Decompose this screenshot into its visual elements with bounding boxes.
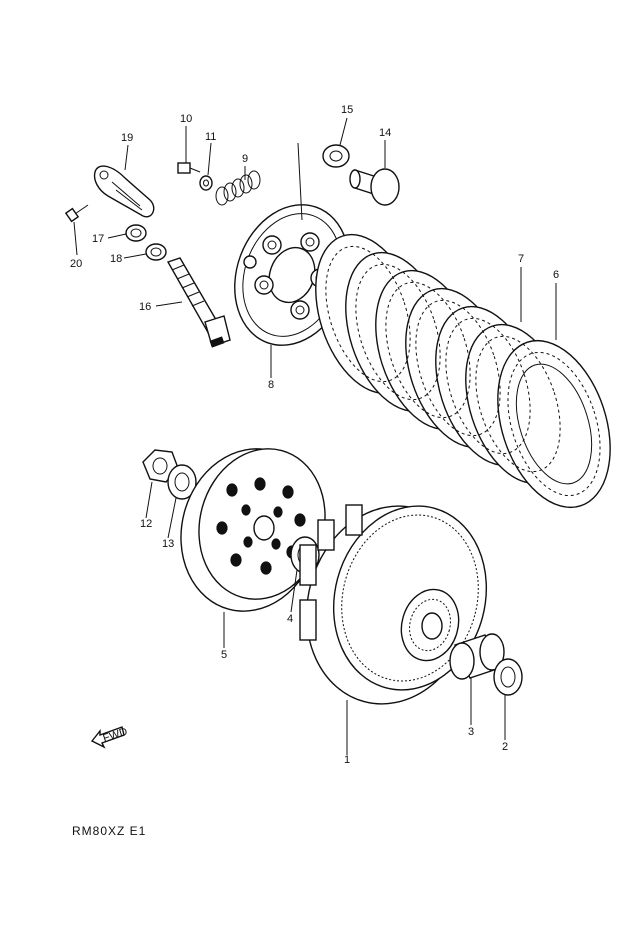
callout-10: 10 <box>180 113 192 125</box>
leader-lines <box>73 117 557 755</box>
callout-8: 8 <box>268 379 274 391</box>
fwd-label: FWD <box>101 726 129 745</box>
part-19-release-arm <box>93 165 155 218</box>
part-16-release-shaft <box>166 257 231 348</box>
part-17-bush <box>125 224 147 242</box>
part-1-clutch-housing <box>299 504 488 705</box>
callout-13: 13 <box>162 538 174 550</box>
part-20-bolt <box>64 204 89 223</box>
callout-1: 1 <box>344 754 350 766</box>
callout-labels: 1 2 3 4 5 6 7 8 9 10 11 12 13 14 15 16 1… <box>70 104 559 766</box>
callout-6: 6 <box>553 269 559 281</box>
callout-17: 17 <box>92 233 104 245</box>
callout-5: 5 <box>221 649 227 661</box>
callout-15: 15 <box>341 104 353 116</box>
part-10-screw <box>177 162 201 174</box>
callout-16: 16 <box>139 301 151 313</box>
callout-20: 20 <box>70 258 82 270</box>
callout-14: 14 <box>379 127 391 139</box>
callout-19: 19 <box>121 132 133 144</box>
part-11-washer <box>199 175 213 191</box>
fwd-arrow-icon: FWD <box>90 726 129 749</box>
part-18-washer <box>145 243 167 261</box>
part-6-7-plate-stack <box>315 233 611 509</box>
part-13-lock-washer <box>167 464 197 500</box>
part-14-pin <box>349 168 400 206</box>
part-3-spacer <box>449 633 505 680</box>
part-9-spring <box>215 170 261 206</box>
callout-12: 12 <box>140 518 152 530</box>
callout-2: 2 <box>502 741 508 753</box>
callout-7: 7 <box>518 253 524 265</box>
diagram-caption: RM80XZ E1 <box>72 824 146 838</box>
part-2-washer <box>493 658 523 696</box>
part-15-washer <box>322 144 350 168</box>
callout-4: 4 <box>287 613 293 625</box>
callout-3: 3 <box>468 726 474 738</box>
callout-11: 11 <box>205 131 216 143</box>
callout-18: 18 <box>110 253 122 265</box>
callout-9: 9 <box>242 153 248 165</box>
